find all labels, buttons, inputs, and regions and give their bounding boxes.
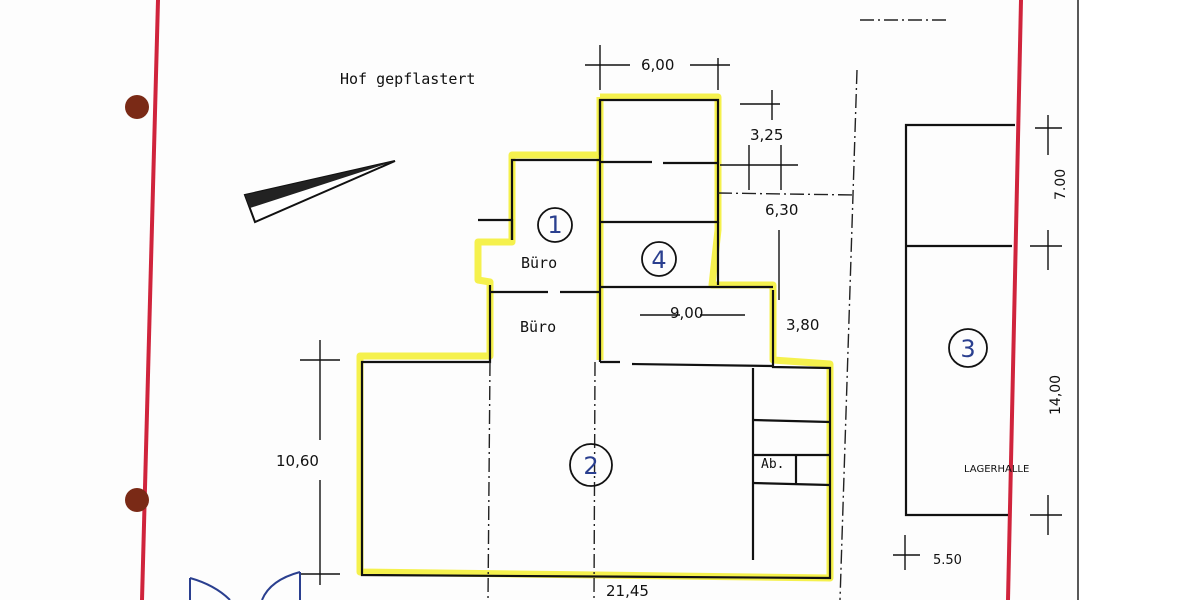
room-label-storage-hall: LAGERHALLE [964,464,1029,475]
dimension-lines [300,45,1062,585]
bottom-dimension-backdrop [603,583,647,599]
dimension-325: 3,25 [750,126,783,144]
room-marker-3 [948,328,988,368]
room-label-ab: Ab. [761,457,784,472]
dimension-height-left: 10,60 [276,452,319,470]
punch-hole [125,95,149,119]
dimension-380: 3,80 [786,316,819,334]
property-line-right [1006,0,1023,600]
dimension-900: 9,00 [670,304,703,322]
highlighted-area-outline [356,93,834,582]
page-margin [1078,0,1200,600]
room-number-3: 3 [960,335,975,363]
room-marker-1 [537,207,573,243]
axis-lines [487,19,950,600]
punch-hole [125,488,149,512]
courtyard-label: Hof gepflastert [340,70,475,88]
dimension-hall-upper: 7.00 [1053,169,1069,200]
room-number-2: 2 [583,452,598,480]
dimension-630: 6,30 [765,201,798,219]
room-number-1: 1 [547,211,562,239]
dimension-hall-gap: 5.50 [933,553,962,568]
room-number-4: 4 [651,246,666,274]
dimension-hall-lower: 14,00 [1048,375,1064,415]
room-label-office: Büro [521,254,557,272]
door-swing-icon [189,571,301,600]
dimension-bottom-width: 21,45 [606,582,649,600]
room-marker-2 [569,443,613,487]
room-marker-4 [641,241,677,277]
north-arrow-icon [243,160,396,224]
dimension-top-width: 6,00 [641,56,674,74]
building-walls [360,98,1015,580]
property-line-left [140,0,160,600]
room-label-office-lower: Büro [520,318,556,336]
